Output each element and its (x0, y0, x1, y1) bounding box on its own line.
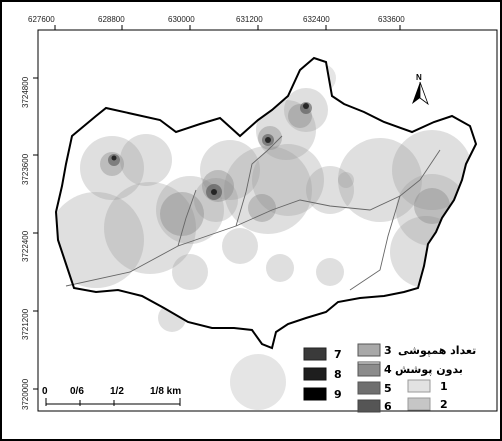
scale-label: 1/2 (110, 386, 124, 397)
y-tick-label: 3720000 (21, 378, 30, 410)
legend-label-6: 6 (384, 400, 392, 413)
sub-boundaries (65, 135, 441, 291)
y-tick-label: 3721200 (21, 308, 30, 340)
legend-title: تعداد همپوشی (398, 344, 476, 357)
legend-swatch-5 (357, 381, 381, 395)
scale-label: 0/6 (70, 386, 84, 397)
legend-swatch-4b (357, 363, 381, 377)
scale-label: 0 (42, 386, 48, 397)
legend-label-8: 8 (334, 368, 342, 381)
legend: 3 تعداد همپوشی 4 بدون پوشش 1 2 5 6 7 8 9 (303, 343, 476, 413)
legend-swatch-1 (407, 379, 431, 393)
legend-label-none: بدون پوشش (395, 363, 463, 376)
legend-label-1: 1 (440, 380, 448, 393)
x-tick-label: 628800 (98, 15, 125, 24)
y-tick-label: 3723600 (21, 153, 30, 185)
x-tick-label: 633600 (378, 15, 405, 24)
legend-label-3: 3 (384, 344, 392, 357)
x-axis-ticks: 627600 628800 630000 631200 632400 63360… (28, 15, 405, 30)
legend-label-4: 4 (384, 363, 392, 376)
scale-bar: 0 0/6 1/2 1/8 km (42, 386, 181, 406)
x-tick-label: 632400 (303, 15, 330, 24)
y-tick-label: 3722400 (21, 230, 30, 262)
x-tick-label: 627600 (28, 15, 55, 24)
legend-label-7: 7 (334, 348, 342, 361)
legend-swatch-3 (357, 343, 381, 357)
legend-swatch-8 (303, 367, 327, 381)
north-arrow: N (412, 73, 429, 106)
legend-label-9: 9 (334, 388, 342, 401)
study-area-boundary (54, 56, 478, 350)
scale-label: 1/8 km (150, 386, 181, 397)
legend-swatch-6 (357, 399, 381, 413)
y-axis-ticks: 3724800 3723600 3722400 3721200 3720000 (21, 76, 38, 410)
legend-label-2: 2 (440, 398, 448, 411)
legend-swatch-2 (407, 397, 431, 411)
north-label: N (416, 73, 422, 82)
legend-swatch-7 (303, 347, 327, 361)
x-tick-label: 630000 (168, 15, 195, 24)
y-tick-label: 3724800 (21, 76, 30, 108)
legend-swatch-9 (303, 387, 327, 401)
map-neatline (37, 29, 498, 412)
x-tick-label: 631200 (236, 15, 263, 24)
legend-label-5: 5 (384, 382, 392, 395)
